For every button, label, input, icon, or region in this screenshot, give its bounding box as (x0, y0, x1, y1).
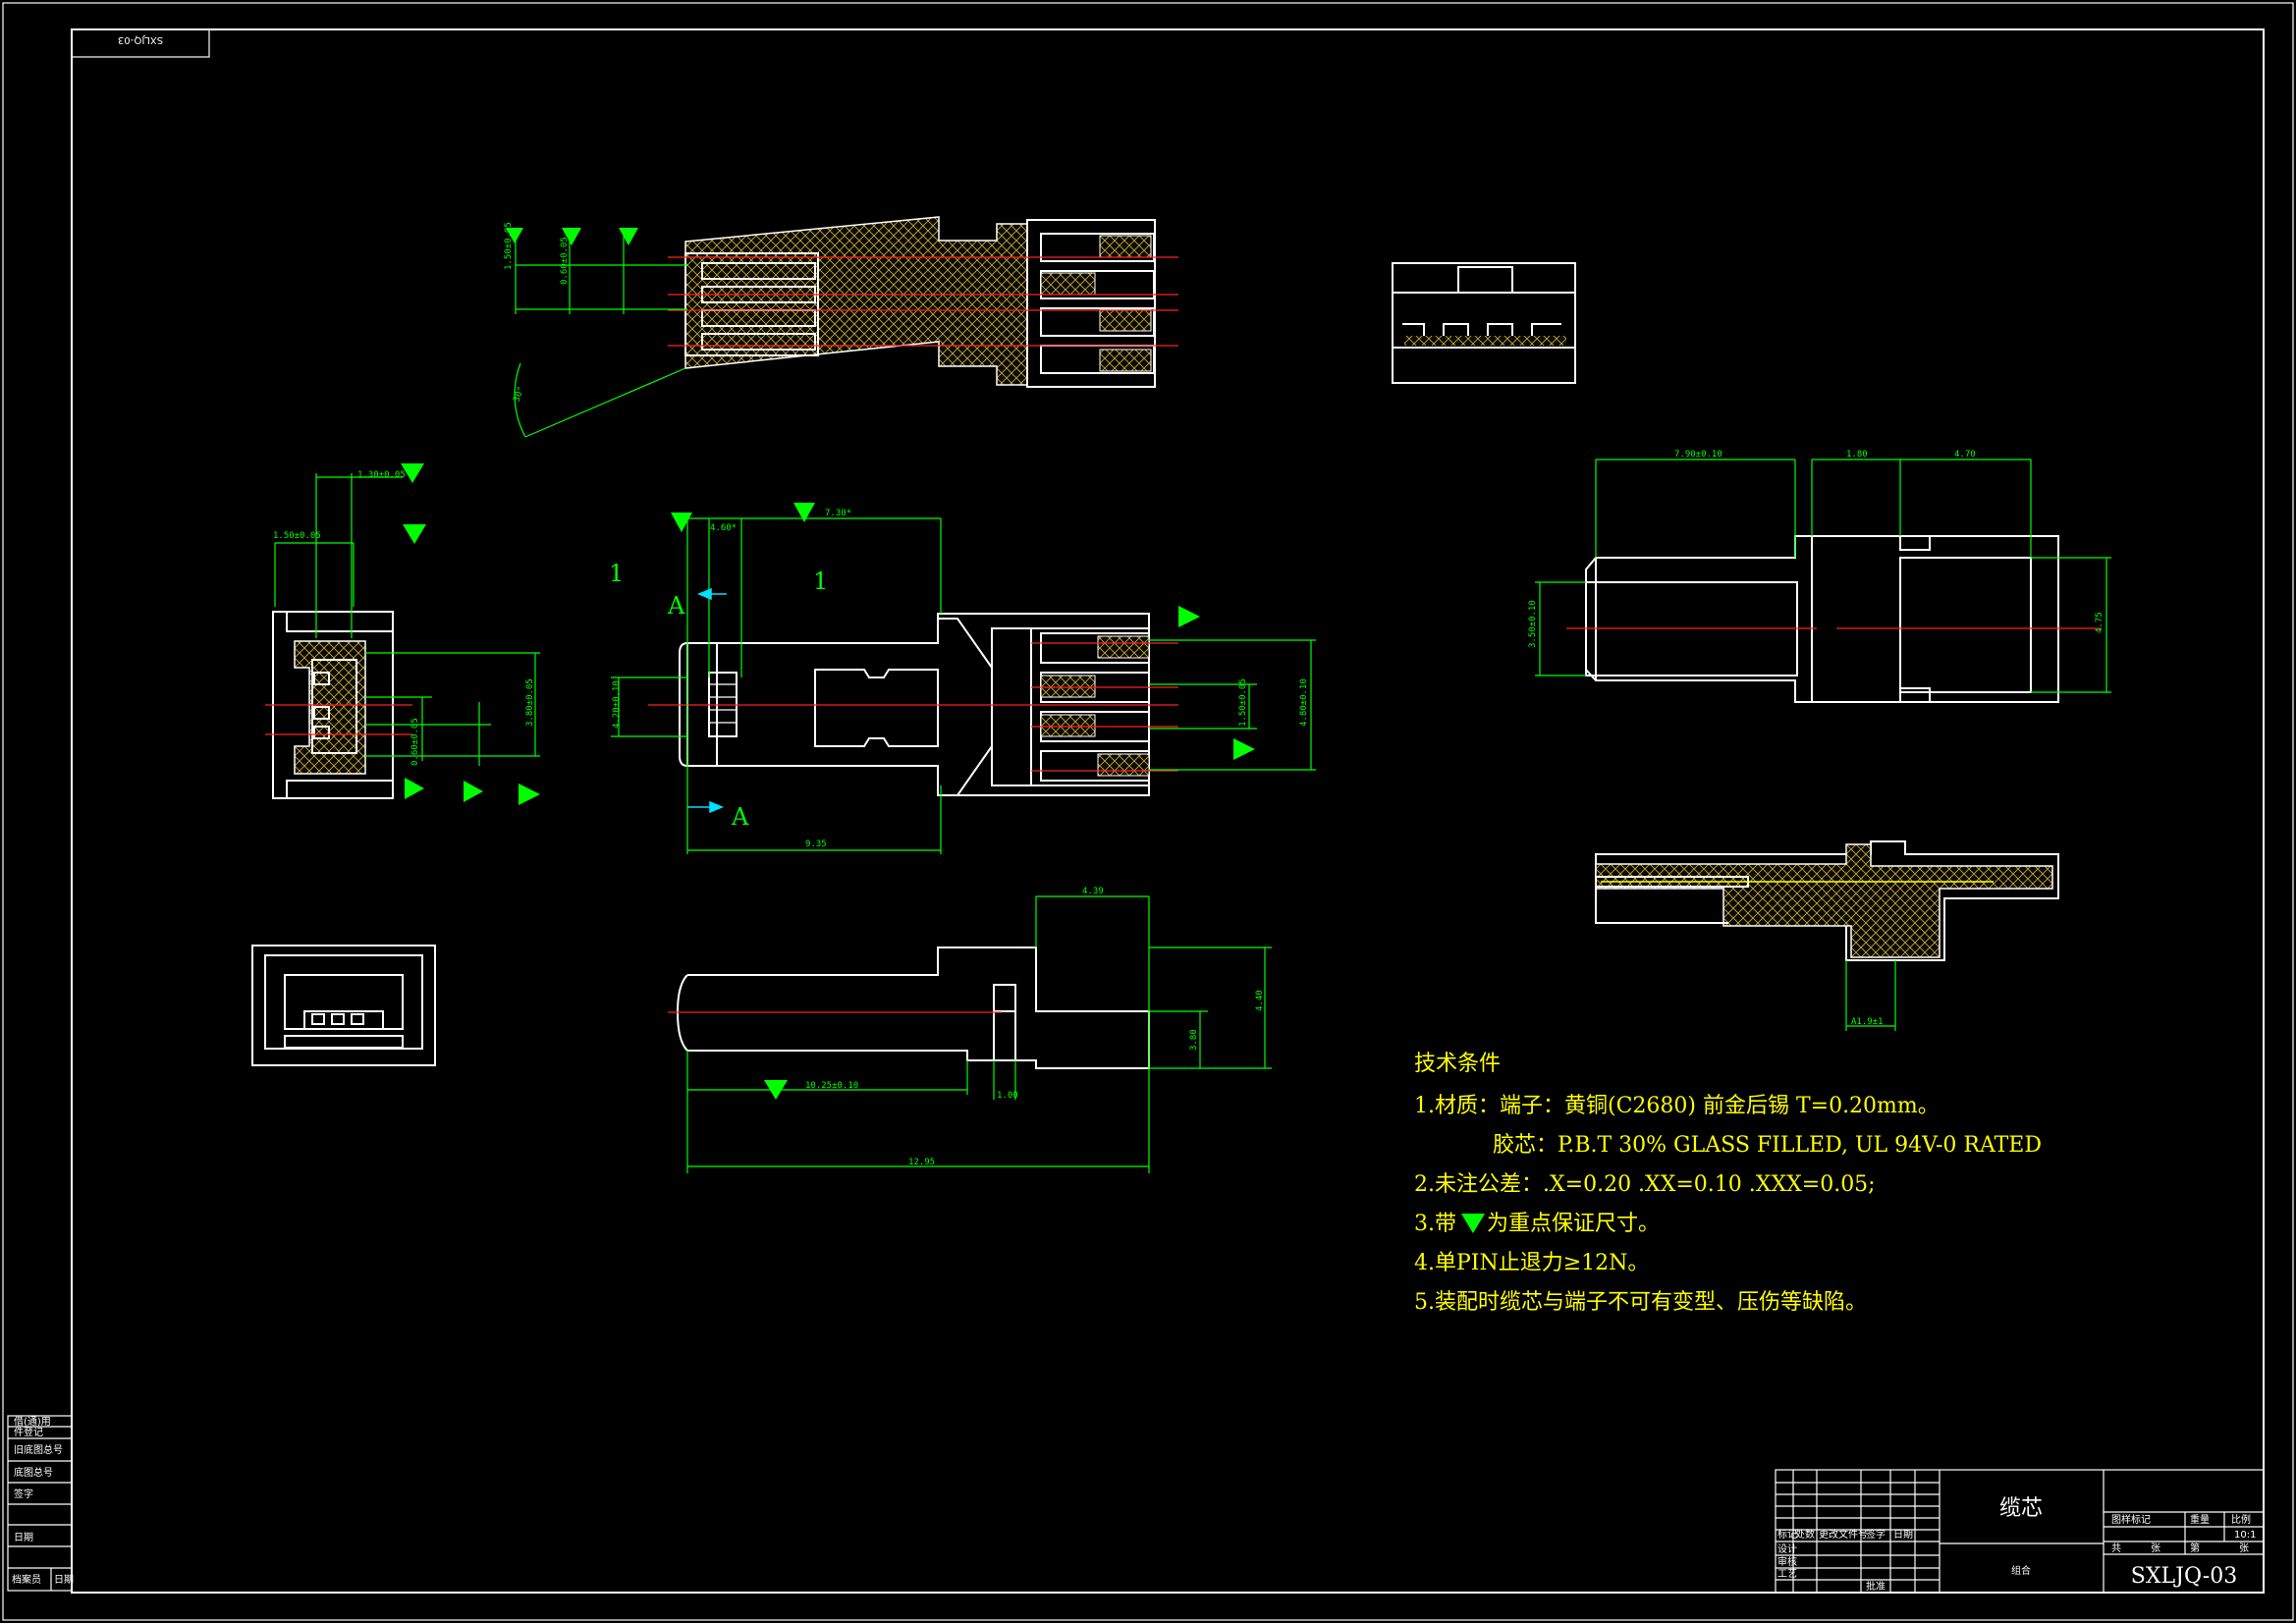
dim-right-2: 1.80 (1846, 450, 1868, 460)
dim-right-6: A1.9±1 (1851, 1017, 1884, 1027)
note-4: 4.单PIN止退力≥12N。 (1414, 1251, 1649, 1275)
dim-main-2: 4.60* (710, 523, 737, 533)
dim-main-4: 4.20±0.10 (612, 680, 622, 729)
dim-right-4: 3.50±0.10 (1528, 600, 1538, 648)
title-block: 标记 处数 更改文件号 签字 日期 设计 审核 工艺 批准 缆芯 组合 图样标记… (1775, 1469, 2265, 1594)
tb-r-label-no: 第 (2190, 1542, 2200, 1554)
dim-main-5: 4.80±0.10 (1299, 678, 1309, 727)
contact-3 (1099, 349, 1152, 372)
tb-r-label-sheet: 张 (2239, 1542, 2249, 1554)
side-label-6: 日期 (14, 1532, 33, 1543)
tb-part-name: 缆芯 (1999, 1496, 2043, 1521)
side-label-5: 签字 (14, 1488, 33, 1500)
side-label-3: 旧底图总号 (14, 1443, 63, 1456)
dim-top-1: 1.50±0.05 (504, 222, 514, 270)
view-right-middle: 7.90±0.10 1.80 4.70 3.50±0.10 4.75 (1528, 450, 2111, 703)
dim-main-1: 7.30* (825, 509, 851, 518)
note-5: 5.装配时缆芯与端子不可有变型、压伤等缺陷。 (1414, 1290, 1867, 1315)
tb-row-review: 审核 (1777, 1555, 1797, 1568)
section-label-1-left: 1 (609, 560, 624, 587)
tb-r-label-mark: 图样标记 (2111, 1513, 2151, 1526)
note-1b: 胶芯：P.B.T 30% GLASS FILLED, UL 94V-0 RATE… (1493, 1133, 2042, 1158)
side-label-1: 借(通)用 (14, 1416, 51, 1428)
tb-r-label-weight: 重量 (2190, 1513, 2210, 1526)
note-3a: 3.带 (1414, 1212, 1456, 1236)
dim-main-6: 1.50±0.05 (1238, 678, 1248, 727)
side-label-4: 底图总号 (14, 1466, 53, 1479)
dim-top-3: 30° (512, 385, 526, 404)
side-label-2: 件登记 (14, 1426, 43, 1438)
tb-r-label-total: 共 (2111, 1542, 2121, 1554)
dim-side-2: 10.25±0.10 (805, 1081, 858, 1091)
tb-drawing-number: SXLJQ-03 (2131, 1564, 2237, 1589)
note-2: 2.未注公差：.X=0.20 .XX=0.10 .XXX=0.05; (1414, 1172, 1876, 1197)
notes-title: 技术条件 (1414, 1052, 1501, 1076)
tb-label-sign: 签字 (1866, 1528, 1886, 1541)
tb-row-process: 工艺 (1777, 1568, 1797, 1580)
dim-side-4: 4.40 (1255, 990, 1265, 1011)
dim-left-2: 1.50±0.05 (273, 531, 321, 541)
note-1: 1.材质：端子：黄铜(C2680) 前金后锡 T=0.20mm。 (1414, 1094, 1940, 1118)
dim-side-3: 12.95 (908, 1158, 935, 1167)
contact-1 (1099, 235, 1152, 258)
view-left-side: 1.30±0.05 1.50±0.05 3.80±0.05 0.60±0.05 (265, 463, 540, 805)
top-housing-hatch (684, 216, 1028, 386)
tb-row-design: 设计 (1777, 1542, 1797, 1555)
dim-right-3: 4.70 (1954, 450, 1976, 460)
contact-4 (1040, 272, 1096, 296)
section-label-a-bottom: A (731, 803, 749, 831)
tb-label-date: 日期 (1893, 1529, 1913, 1541)
tb-label-count: 处数 (1795, 1528, 1815, 1541)
tb-r-label-sheets: 张 (2151, 1542, 2160, 1554)
technical-notes: 技术条件 1.材质：端子：黄铜(C2680) 前金后锡 T=0.20mm。 胶芯… (1414, 1052, 2042, 1315)
dim-top-2: 0.60±0.05 (560, 237, 570, 285)
view-right-lower-section: A1.9±1 (1595, 840, 2059, 1031)
inner-frame (71, 28, 2265, 1594)
view-main-front: 1 1 A A 7.30* 4.60* 9.35 4.20±0.10 4.80±… (609, 503, 1316, 854)
view-end-lower-left (251, 945, 436, 1066)
view-side-lower: 4.39 10.25±0.10 12.95 4.40 3.80 1.00 (668, 887, 1272, 1173)
side-label-7: 档案员 (12, 1573, 41, 1586)
tb-assembly: 组合 (2011, 1564, 2031, 1577)
view-top-section: 1.50±0.05 0.60±0.05 30° (504, 216, 1178, 438)
key-dimension-icon (1461, 1214, 1485, 1233)
tb-r-label-scale: 比例 (2231, 1513, 2251, 1526)
section-label-1-right: 1 (813, 568, 828, 595)
section-label-a-top: A (667, 592, 685, 620)
dim-side-5: 3.80 (1189, 1029, 1199, 1051)
contact-2 (1099, 308, 1152, 332)
top-number-box (71, 28, 210, 58)
dim-main-3: 9.35 (805, 839, 827, 849)
dim-right-1: 7.90±0.10 (1674, 450, 1722, 460)
dim-side-1: 4.39 (1082, 887, 1104, 896)
dim-left-3: 3.80±0.05 (525, 678, 535, 727)
tb-label-change: 更改文件号 (1819, 1528, 1868, 1541)
side-strip: 借(通)用 件登记 旧底图总号 底图总号 签字 日期 档案员 日期 (7, 1415, 74, 1592)
side-label-8: 日期 (54, 1574, 74, 1586)
dim-right-5: 4.75 (2095, 612, 2105, 633)
dim-left-4: 0.60±0.05 (410, 718, 420, 766)
tb-label-mark: 标记 (1777, 1529, 1797, 1541)
tb-scale-value: 10:1 (2234, 1530, 2256, 1541)
dim-left-1: 1.30±0.05 (357, 470, 406, 480)
tb-row-approve: 批准 (1866, 1580, 1886, 1593)
dim-side-6: 1.00 (997, 1091, 1018, 1101)
note-3b: 为重点保证尺寸。 (1487, 1212, 1660, 1236)
top-drawing-number: SXLJQ-03 (118, 34, 163, 45)
view-end-top-right (1392, 262, 1576, 384)
